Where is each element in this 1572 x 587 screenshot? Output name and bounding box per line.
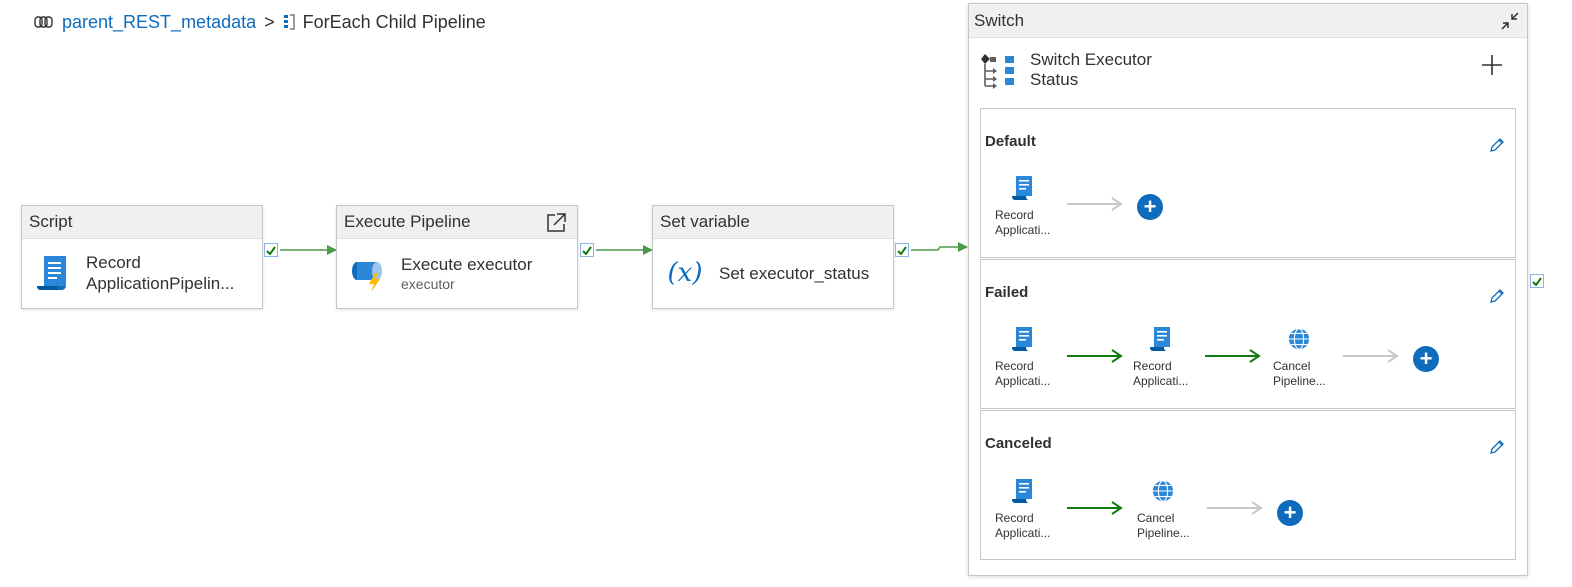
- script-icon: [34, 253, 74, 293]
- script-icon: [1012, 327, 1032, 351]
- activity-name-line1: Record: [86, 253, 141, 272]
- success-output-checkbox[interactable]: [1530, 274, 1544, 288]
- case-title: Default: [985, 133, 1036, 150]
- check-icon: [1532, 276, 1542, 286]
- add-activity-button[interactable]: +: [1413, 346, 1439, 372]
- activity-script[interactable]: Script Record ApplicationPipelin...: [21, 205, 263, 309]
- plus-icon: [1482, 55, 1502, 75]
- collapse-icon[interactable]: [1499, 10, 1521, 37]
- activity-type-label: Execute Pipeline: [344, 212, 471, 231]
- globe-icon: [1152, 480, 1174, 502]
- add-activity-button[interactable]: +: [1277, 500, 1303, 526]
- add-activity-button[interactable]: +: [1137, 194, 1163, 220]
- foreach-icon: [283, 14, 295, 30]
- activity-subtitle: executor: [401, 275, 455, 292]
- script-icon: [1150, 327, 1170, 351]
- activity-name-line2: ApplicationPipelin...: [86, 274, 235, 293]
- case-connector: [1343, 349, 1399, 363]
- switch-icon: [981, 52, 1017, 95]
- activity-set-variable[interactable]: Set variable (x) Set executor_status: [652, 205, 894, 309]
- success-output-checkbox[interactable]: [580, 243, 594, 257]
- open-external-icon[interactable]: [545, 212, 567, 239]
- activity-type-label: Set variable: [653, 206, 893, 239]
- breadcrumb-separator: >: [264, 11, 275, 32]
- edit-icon[interactable]: [1489, 288, 1505, 309]
- check-icon: [582, 245, 592, 255]
- execute-pipeline-icon: [349, 253, 389, 293]
- globe-icon: [1288, 328, 1310, 350]
- pipeline-icon: [34, 15, 54, 29]
- activity-name: Execute executor: [401, 254, 533, 274]
- success-output-checkbox[interactable]: [895, 243, 909, 257]
- breadcrumb: parent_REST_metadata > ForEach Child Pip…: [34, 8, 486, 36]
- case-connector: [1067, 501, 1123, 515]
- activity-type-label: Script: [22, 206, 262, 239]
- variable-icon: (x): [667, 258, 703, 288]
- case-title: Canceled: [985, 435, 1052, 452]
- case-title: Failed: [985, 284, 1029, 301]
- connector-setvar-to-switch: [911, 242, 968, 252]
- check-icon: [897, 245, 907, 255]
- case-connector: [1207, 501, 1263, 515]
- edit-icon[interactable]: [1489, 137, 1505, 158]
- check-icon: [266, 245, 276, 255]
- case-connector: [1205, 349, 1261, 363]
- case-connector: [1067, 197, 1123, 211]
- add-case-button[interactable]: [1481, 54, 1503, 81]
- case-connector: [1067, 349, 1123, 363]
- script-icon: [1012, 479, 1032, 503]
- script-icon: [1012, 176, 1032, 200]
- switch-type-label: Switch: [974, 10, 1025, 30]
- edit-icon[interactable]: [1489, 439, 1505, 460]
- activity-execute-pipeline[interactable]: Execute Pipeline Execute executor execut…: [336, 205, 578, 309]
- activity-switch[interactable]: Switch Switch Executor Status Default Re…: [968, 3, 1528, 576]
- breadcrumb-current: ForEach Child Pipeline: [302, 11, 486, 32]
- success-output-checkbox[interactable]: [264, 243, 278, 257]
- breadcrumb-parent-link[interactable]: parent_REST_metadata: [62, 11, 257, 32]
- switch-activity-name: Switch Executor Status: [1030, 50, 1152, 89]
- activity-name: Set executor_status: [719, 263, 870, 283]
